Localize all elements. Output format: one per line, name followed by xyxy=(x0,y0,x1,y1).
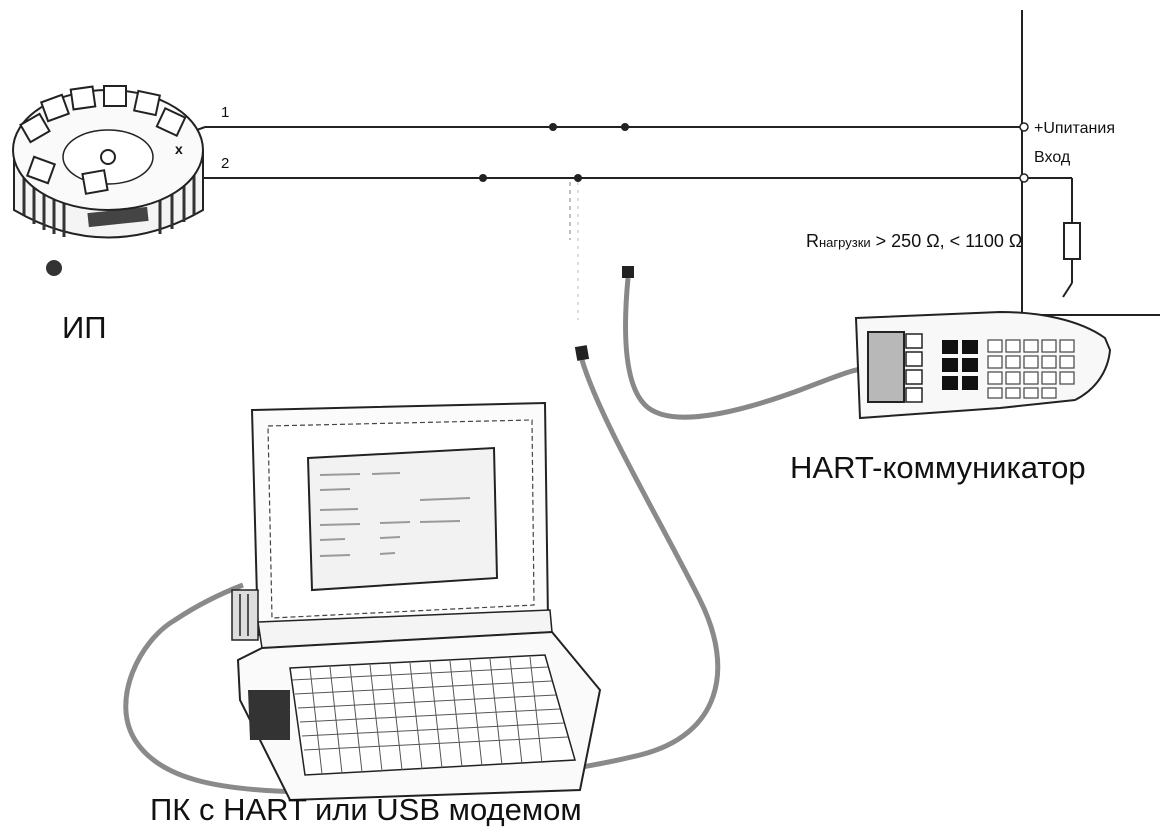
tap-lines xyxy=(569,182,579,320)
supply-plus-label: +Uпитания xyxy=(1034,120,1115,137)
load-resistance-label: Rнагрузки > 250 Ω, < 1100 Ω xyxy=(806,231,1022,251)
wire-2 xyxy=(178,173,1072,183)
transmitter-device: x xyxy=(12,85,204,276)
transmitter-label: ИП xyxy=(62,310,107,345)
hart-communicator-device xyxy=(854,310,1112,420)
load-subscript: нагрузки xyxy=(819,235,871,250)
wire-1 xyxy=(182,122,1029,136)
laptop-keyboard xyxy=(289,654,576,776)
load-range: > 250 Ω, < 1100 Ω xyxy=(871,231,1023,251)
hart-communicator-cable xyxy=(622,266,869,420)
input-label: Вход xyxy=(1034,149,1071,166)
laptop-pc xyxy=(231,401,602,802)
wire-1-label: 1 xyxy=(221,104,229,121)
terminal-x-label: x xyxy=(175,141,183,157)
load-resistor xyxy=(1062,178,1081,298)
pc-modem-label: ПК с HART или USB модемом xyxy=(150,792,582,827)
hart-communicator-label: HART-коммуникатор xyxy=(790,450,1086,485)
wire-2-label: 2 xyxy=(221,155,229,172)
load-r: R xyxy=(806,231,819,251)
